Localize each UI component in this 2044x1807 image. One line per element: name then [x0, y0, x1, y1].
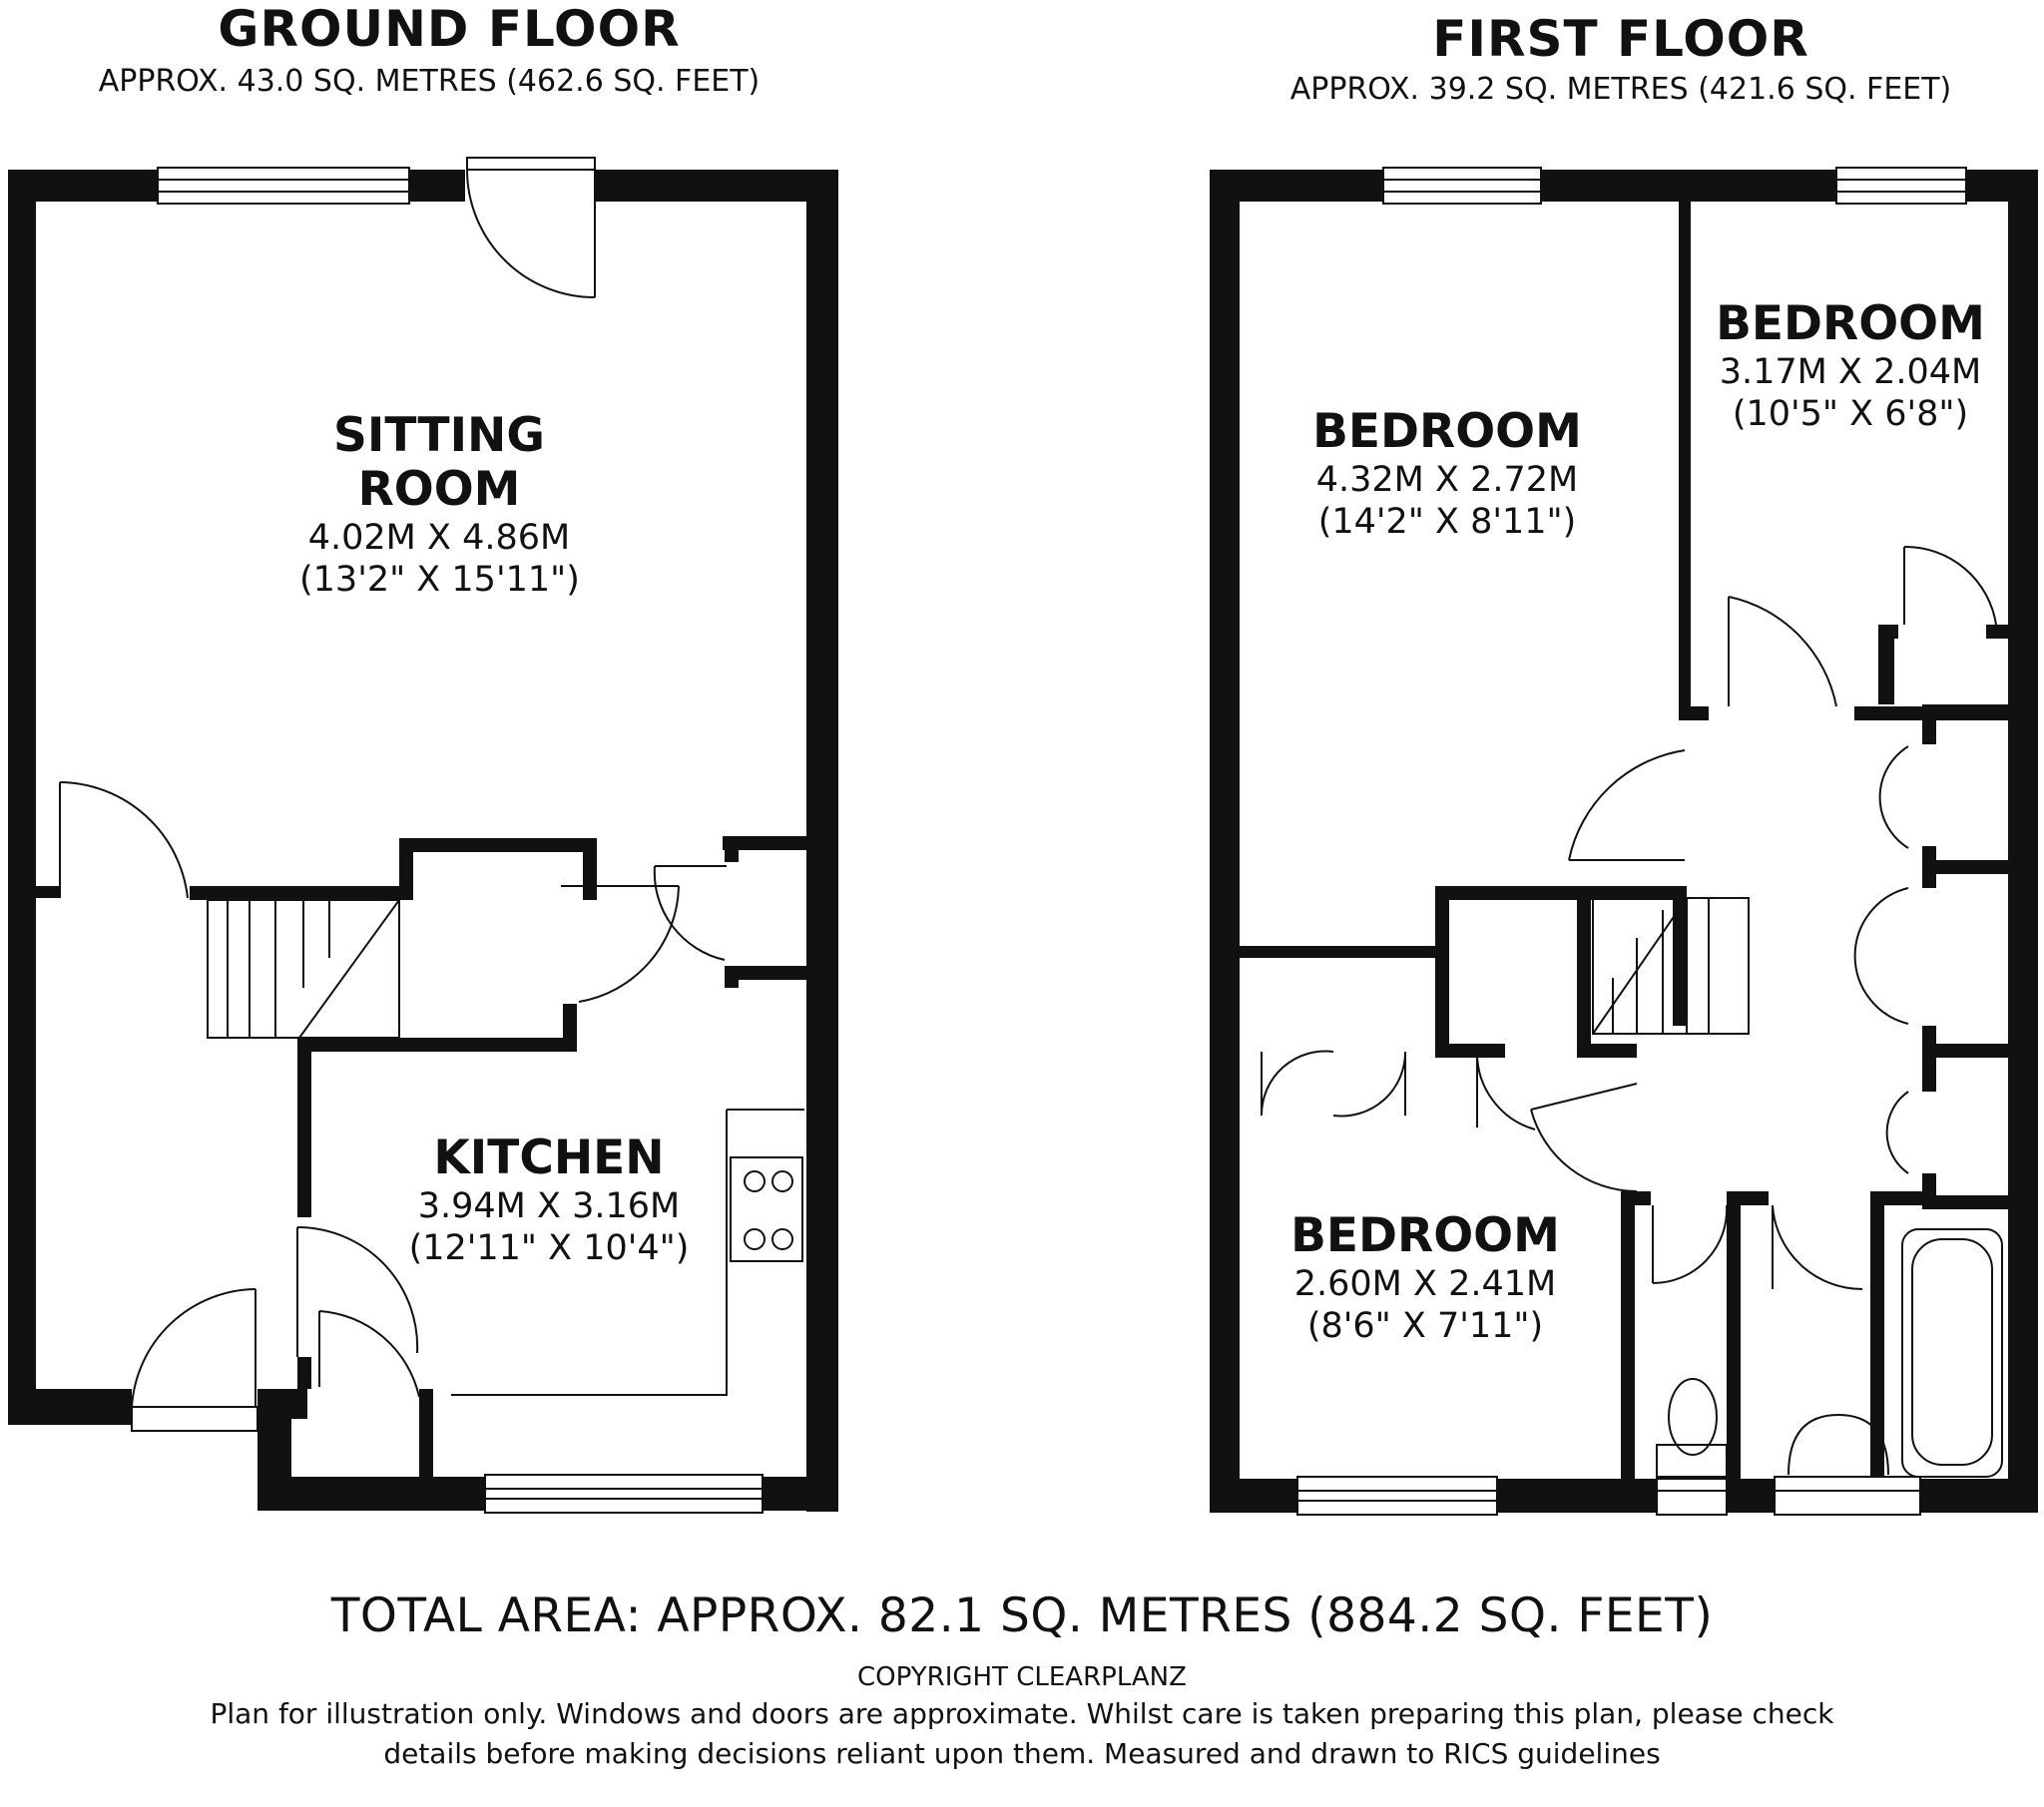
room-bedroom-1: BEDROOM 4.32M X 2.72M (14'2" X 8'11"): [1287, 405, 1607, 543]
room-kitchen: KITCHEN 3.94M X 3.16M (12'11" X 10'4"): [399, 1131, 699, 1269]
room-bedroom-2: BEDROOM 3.17M X 2.04M (10'5" X 6'8"): [1701, 297, 2000, 435]
room-dim-metric: 4.32M X 2.72M: [1315, 460, 1579, 500]
room-sitting-room: SITTING ROOM 4.02M X 4.86M (13'2" X 15'1…: [299, 408, 580, 601]
room-dim-imperial: (10'5" X 6'8"): [1732, 394, 1969, 434]
ground-floor-title: GROUND FLOOR: [218, 0, 681, 58]
room-dim-imperial: (12'11" X 10'4"): [408, 1228, 690, 1268]
first-floor-title: FIRST FLOOR: [1432, 10, 1809, 68]
room-dim-imperial: (13'2" X 15'11"): [299, 560, 580, 600]
room-name: BEDROOM: [1312, 404, 1582, 459]
first-floor-area: APPROX. 39.2 SQ. METRES (421.6 SQ. FEET): [1289, 72, 1952, 107]
total-area: TOTAL AREA: APPROX. 82.1 SQ. METRES (884…: [330, 1588, 1714, 1643]
first-floor-walls: [1210, 170, 2038, 1513]
room-dim-imperial: (14'2" X 8'11"): [1317, 502, 1577, 542]
room-dim-metric: 3.17M X 2.04M: [1719, 352, 1982, 392]
room-bedroom-3: BEDROOM 2.60M X 2.41M (8'6" X 7'11"): [1266, 1209, 1585, 1347]
door-swings: [59, 157, 2003, 1480]
room-name: BEDROOM: [1290, 1208, 1560, 1263]
room-dim-metric: 3.94M X 3.16M: [417, 1186, 681, 1226]
disclaimer-line-2: details before making decisions reliant …: [383, 1737, 1661, 1770]
room-name-line2: ROOM: [357, 462, 521, 517]
copyright: COPYRIGHT CLEARPLANZ: [857, 1662, 1187, 1692]
room-dim-metric: 4.02M X 4.86M: [307, 518, 571, 558]
ground-floor-area: APPROX. 43.0 SQ. METRES (462.6 SQ. FEET): [98, 64, 761, 99]
ground-floor-walls: [8, 170, 838, 1512]
room-dim-imperial: (8'6" X 7'11"): [1306, 1306, 1544, 1346]
room-name: BEDROOM: [1716, 296, 1985, 351]
windows: [157, 167, 1967, 1516]
disclaimer-line-1: Plan for illustration only. Windows and …: [210, 1697, 1834, 1730]
room-name-line1: SITTING: [333, 408, 545, 463]
room-name: KITCHEN: [433, 1130, 665, 1185]
room-dim-metric: 2.60M X 2.41M: [1293, 1264, 1557, 1304]
